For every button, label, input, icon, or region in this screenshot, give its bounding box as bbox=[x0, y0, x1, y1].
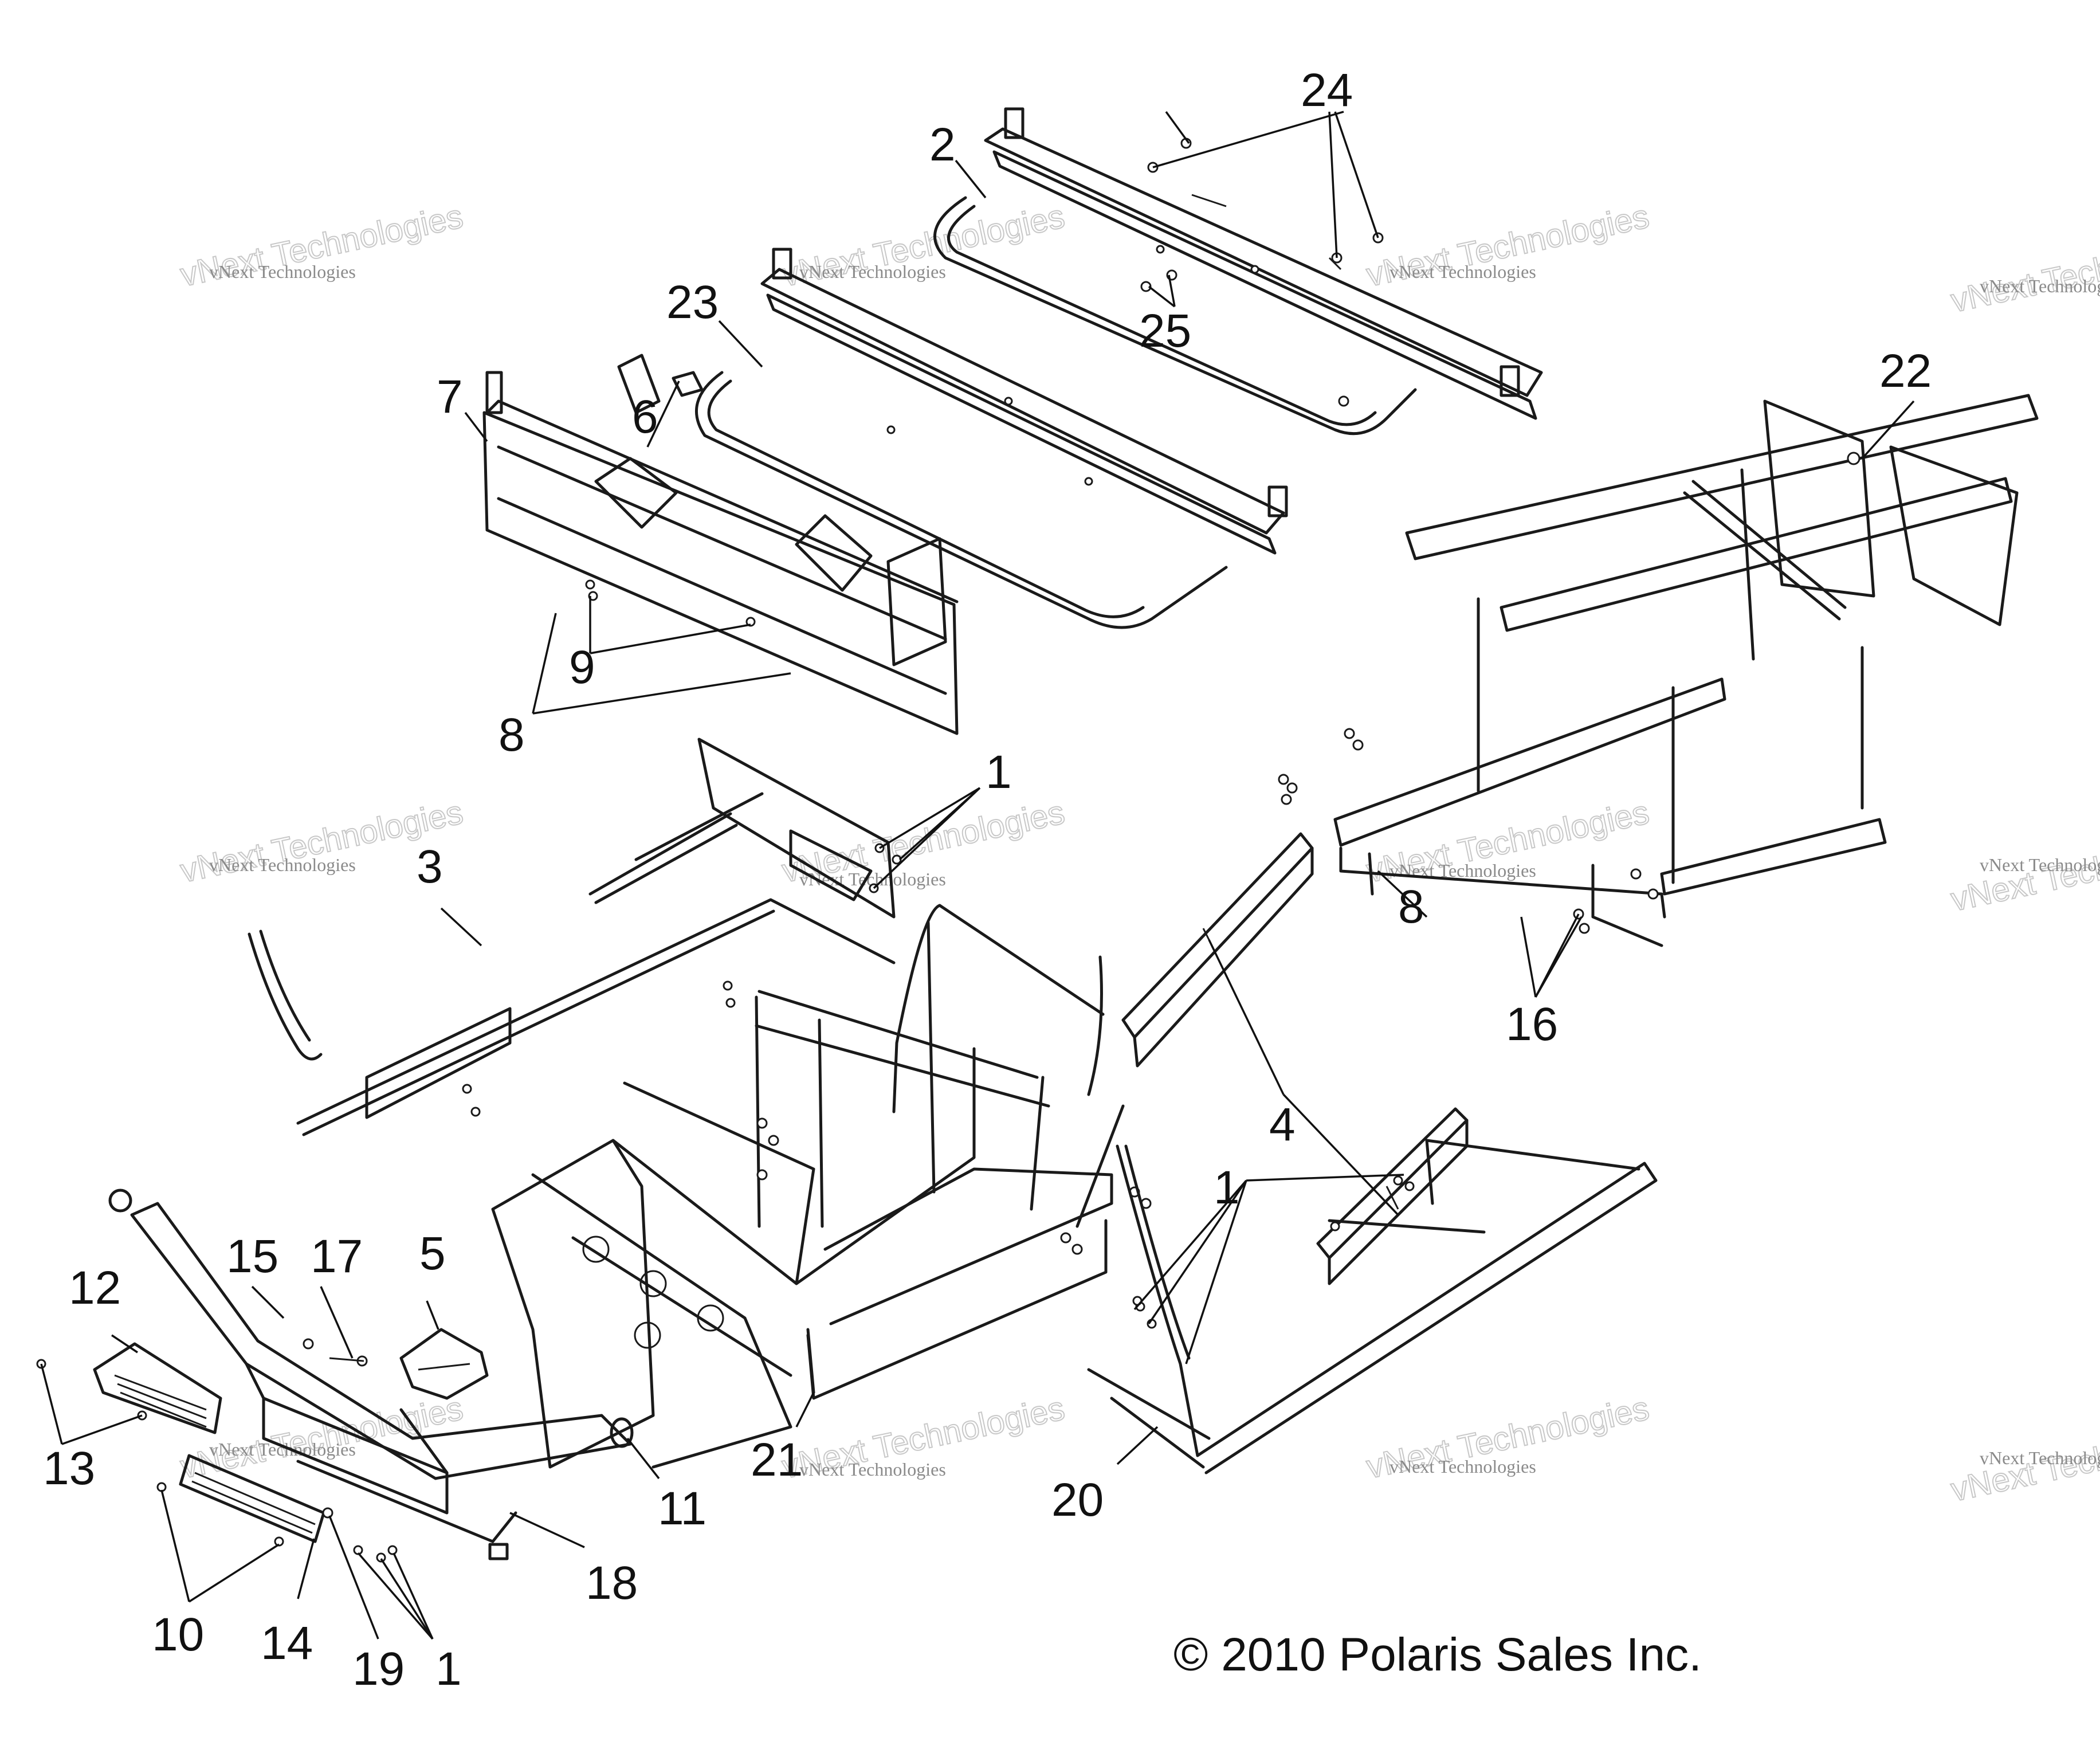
part-7-front-bulkhead bbox=[482, 354, 959, 735]
watermark-bottom-right: vNext Technologies vNext Technologies bbox=[1947, 1412, 2100, 1509]
watermark-text: vNext Technologies bbox=[1389, 860, 1536, 881]
watermark-text: vNext Technologies bbox=[1389, 1456, 1536, 1477]
watermark-top-left: vNext Technologies vNext Technologies bbox=[176, 197, 466, 295]
callout-5: 5 bbox=[419, 1227, 446, 1280]
callout-22: 22 bbox=[1879, 345, 1932, 397]
watermark-text: vNext Technologies bbox=[1980, 854, 2100, 875]
callout-1-floor: 1 bbox=[986, 746, 1012, 798]
fasteners-4 bbox=[1278, 774, 1298, 805]
leader-lines bbox=[40, 111, 1915, 1640]
callout-1-bumper: 1 bbox=[435, 1643, 462, 1695]
callout-11: 11 bbox=[658, 1482, 706, 1535]
fasteners-16 bbox=[1344, 728, 1659, 934]
part-11-end-cap bbox=[610, 1417, 634, 1448]
part-22-rear-frame bbox=[1333, 394, 2039, 947]
callout-6: 6 bbox=[632, 391, 658, 443]
callout-24: 24 bbox=[1301, 64, 1353, 116]
callout-10: 10 bbox=[152, 1609, 204, 1661]
callout-4: 4 bbox=[1269, 1099, 1296, 1151]
part-20-rear-floor-frame bbox=[1087, 1139, 1658, 1474]
callout-20: 20 bbox=[1051, 1474, 1104, 1526]
callout-1-rear: 1 bbox=[1214, 1162, 1240, 1214]
fasteners-24-25 bbox=[1140, 138, 1384, 292]
part-18-front-bumper bbox=[108, 1189, 632, 1560]
watermark-text: vNext Technologies bbox=[1389, 261, 1536, 282]
callout-25: 25 bbox=[1139, 305, 1191, 357]
watermark-text: vNext Technologies bbox=[799, 1459, 946, 1480]
callout-12: 12 bbox=[69, 1262, 121, 1314]
watermark-text: vNext Technologies bbox=[209, 261, 356, 282]
part-4-cross-member-lower bbox=[1316, 1107, 1469, 1285]
callout-9: 9 bbox=[569, 641, 595, 693]
watermark-text: vNext Technologies bbox=[799, 261, 946, 282]
part-12-upper-grille bbox=[93, 1342, 222, 1434]
watermark-bottom-center-left: vNext Technologies vNext Technologies bbox=[778, 1389, 1068, 1487]
callout-7: 7 bbox=[437, 371, 463, 423]
callout-labels: 24 2 23 25 7 6 22 9 8 1 3 8 16 4 1 15 17… bbox=[43, 64, 1932, 1695]
callout-19: 19 bbox=[352, 1643, 405, 1695]
callout-16: 16 bbox=[1506, 998, 1558, 1050]
watermark-mid-right: vNext Technologies vNext Technologies bbox=[1947, 822, 2100, 919]
watermark-outline: vNext Technologies bbox=[1948, 223, 2100, 320]
part-6-label bbox=[672, 371, 704, 397]
callout-18: 18 bbox=[586, 1557, 638, 1609]
callout-23: 23 bbox=[666, 276, 719, 328]
copyright-notice: © 2010 Polaris Sales Inc. bbox=[1173, 1629, 1702, 1681]
part-23-middle-tray bbox=[695, 248, 1288, 629]
callout-13: 13 bbox=[43, 1442, 95, 1495]
callout-15: 15 bbox=[226, 1230, 278, 1282]
watermark-top-center-right: vNext Technologies vNext Technologies bbox=[1363, 197, 1652, 295]
watermark-text: vNext Technologies bbox=[1980, 276, 2100, 296]
watermark-top-center-left: vNext Technologies vNext Technologies bbox=[778, 197, 1068, 295]
watermark-top-right: vNext Technologies vNext Technologies bbox=[1947, 223, 2100, 320]
part-2-rear-tray bbox=[933, 107, 1543, 436]
callout-3: 3 bbox=[417, 841, 443, 893]
part-5-bracket bbox=[399, 1328, 489, 1400]
watermark-text: vNext Technologies bbox=[1980, 1448, 2100, 1468]
watermark-text: vNext Technologies bbox=[209, 854, 356, 875]
watermark-text: vNext Technologies bbox=[209, 1439, 356, 1460]
callout-17: 17 bbox=[311, 1230, 363, 1282]
part-4-cross-member-upper bbox=[1121, 832, 1314, 1068]
callout-8-rear: 8 bbox=[1398, 881, 1424, 933]
callout-8-front: 8 bbox=[498, 709, 525, 761]
part-21-center-frame bbox=[491, 904, 1152, 1469]
callout-2: 2 bbox=[929, 119, 956, 171]
callout-14: 14 bbox=[261, 1617, 313, 1669]
part-3-floor-frame bbox=[248, 738, 902, 1136]
callout-21: 21 bbox=[751, 1434, 803, 1486]
watermark-bottom-center-right: vNext Technologies vNext Technologies bbox=[1363, 1389, 1652, 1487]
